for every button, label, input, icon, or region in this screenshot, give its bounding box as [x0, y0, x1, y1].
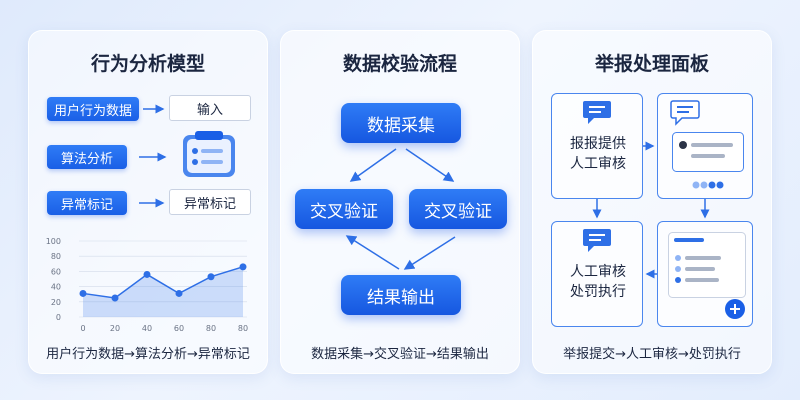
x-tick-label: 40 — [142, 324, 152, 333]
y-tick-label: 40 — [51, 283, 61, 292]
anomaly-mark-box: 异常标记 — [47, 191, 127, 215]
x-tick-label: 0 — [80, 324, 85, 333]
flow-arrows — [345, 148, 456, 270]
arrow-up-left — [345, 235, 400, 270]
data-point — [207, 273, 215, 281]
y-tick-label: 60 — [51, 267, 61, 276]
pagination-dots — [692, 181, 724, 189]
data-point — [175, 289, 183, 297]
data-collect-box: 数据采集 — [341, 103, 461, 143]
card-text: 人工审核 处罚执行 — [570, 264, 626, 300]
add-icon[interactable] — [724, 298, 746, 320]
penalty-card: 人工审核 处罚执行 — [551, 221, 643, 327]
data-point — [79, 289, 87, 297]
card-text: 报报提供 人工审核 — [570, 136, 626, 172]
data-point — [111, 294, 119, 302]
x-tick-label: 80 — [238, 324, 248, 333]
arrow-down-right — [405, 148, 455, 182]
panel-caption: 用户行为数据→算法分析→异常标记 — [46, 347, 250, 362]
report-handling-panel: 举报处理面板 报报提供 人工审核 — [532, 30, 772, 374]
y-tick-label: 80 — [51, 252, 61, 261]
list-preview-icon — [672, 132, 744, 172]
chart-area-fill — [83, 266, 243, 317]
chart-series-line — [82, 266, 244, 299]
panel-caption: 数据采集→交叉验证→结果输出 — [311, 347, 489, 362]
cross-verify-right-box: 交叉验证 — [409, 189, 507, 229]
form-clipboard-icon — [183, 131, 235, 177]
chat-bubble-icon — [670, 100, 700, 126]
cross-verify-left-box: 交叉验证 — [295, 189, 393, 229]
y-tick-label: 100 — [46, 237, 61, 246]
y-tick-label: 20 — [51, 298, 61, 307]
data-point — [143, 270, 151, 278]
y-tick-label: 0 — [56, 313, 61, 322]
algorithm-analysis-box: 算法分析 — [47, 145, 127, 169]
panel-title: 行为分析模型 — [90, 53, 205, 75]
panel-title: 举报处理面板 — [594, 53, 709, 75]
panel-caption: 举报提交→人工审核→处罚执行 — [563, 347, 741, 362]
behavior-chart: 0 20 40 60 80 100 0 20 40 60 80 80 — [46, 237, 248, 333]
x-tick-label: 60 — [174, 324, 184, 333]
flow-arrows — [139, 104, 167, 208]
result-output-box: 结果输出 — [341, 275, 461, 315]
input-box: 输入 — [169, 95, 251, 121]
anomaly-mark-output: 异常标记 — [169, 189, 251, 215]
user-behavior-data-box: 用户行为数据 — [47, 97, 139, 121]
execution-card — [657, 221, 753, 327]
data-point — [239, 263, 247, 271]
chat-bubble-icon — [583, 229, 611, 252]
flow-arrows — [592, 141, 710, 279]
x-tick-label: 20 — [110, 324, 120, 333]
chat-bubble-icon — [583, 101, 611, 124]
x-tick-label: 80 — [206, 324, 216, 333]
arrow-down-left — [403, 236, 456, 270]
data-verification-panel: 数据校验流程 数据采集 交叉验证 交叉验证 结果输出 数据采集→交叉验证→结果输… — [280, 30, 520, 374]
arrow-down-left — [349, 148, 397, 182]
behavior-analysis-panel: 行为分析模型 用户行为数据 输入 算法分析 异常标记 异常标记 0 20 40 60 8… — [28, 30, 268, 374]
review-card — [657, 93, 753, 199]
panel-title: 数据校验流程 — [342, 53, 457, 75]
list-window-icon — [668, 232, 746, 298]
report-submit-card: 报报提供 人工审核 — [551, 93, 643, 199]
